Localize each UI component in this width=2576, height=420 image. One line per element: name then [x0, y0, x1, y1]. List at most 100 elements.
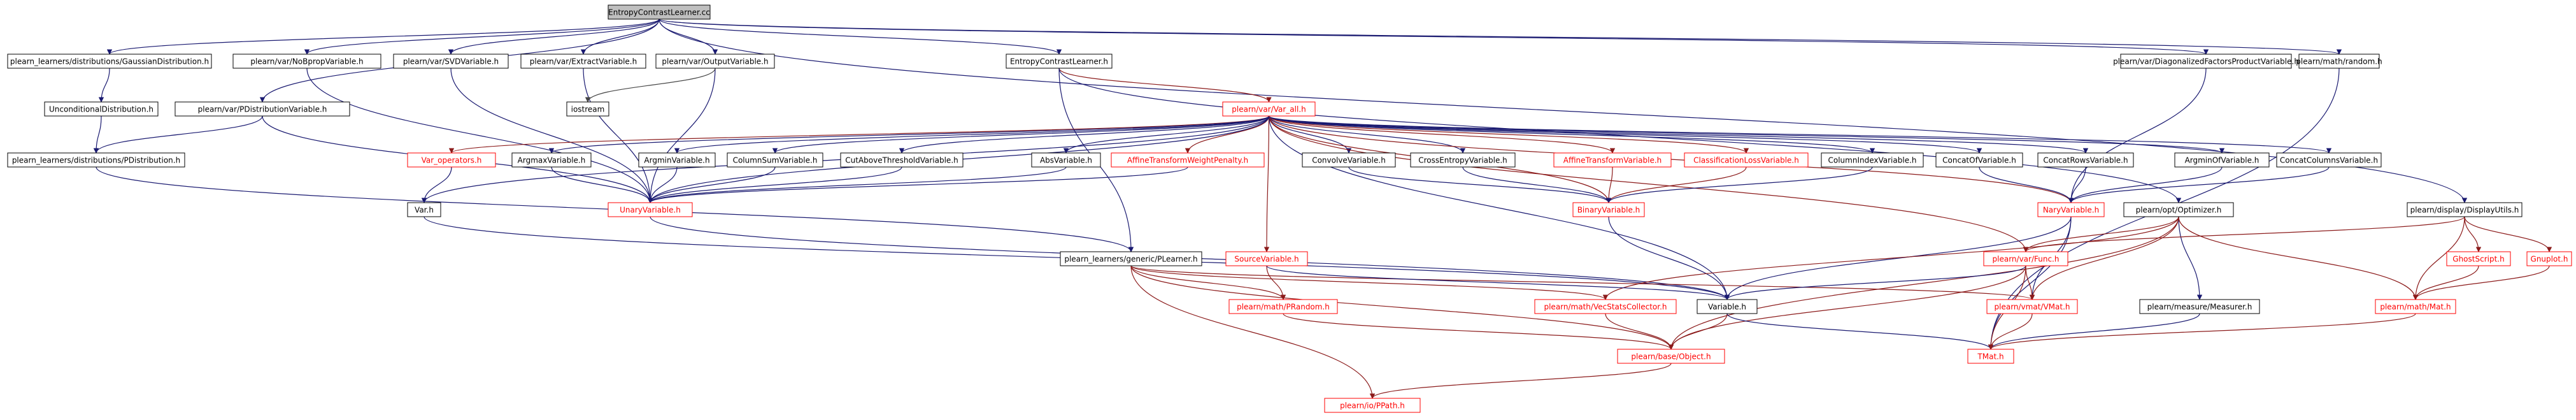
node-var-h[interactable]: Var.h	[407, 202, 441, 217]
edge-varall-to-func	[1268, 115, 2029, 252]
edge-plearner-to-vmat	[1130, 265, 2035, 300]
node-mat[interactable]: plearn/math/Mat.h	[2375, 299, 2456, 314]
node-box	[1553, 152, 1672, 168]
node-label: TMat.h	[1977, 352, 2003, 361]
node-box	[1410, 152, 1516, 168]
node-box	[2174, 152, 2270, 168]
node-diag[interactable]: plearn/var/DiagonalizedFactorsProductVar…	[2113, 54, 2299, 69]
edge-varall-to-columnindex	[1268, 115, 1875, 154]
node-svd[interactable]: plearn/var/SVDVariable.h	[393, 54, 509, 69]
node-label: ArgminVariable.h	[644, 156, 709, 165]
node-func[interactable]: plearn/var/Func.h	[1983, 251, 2068, 266]
node-concatrows[interactable]: ConcatRowsVariable.h	[2037, 152, 2134, 168]
node-crossentropy[interactable]: CrossEntropyVariable.h	[1410, 152, 1516, 168]
node-box	[1967, 349, 2014, 364]
node-label: plearn_learners/distributions/GaussianDi…	[10, 57, 209, 66]
node-output[interactable]: plearn/var/OutputVariable.h	[655, 54, 775, 69]
node-label: plearn/math/PRandom.h	[1237, 303, 1330, 312]
edge-optimizer-to-vmat	[2029, 216, 2179, 300]
node-argmax[interactable]: ArgmaxVariable.h	[511, 152, 592, 168]
edge-sourcevar-to-variable	[1266, 265, 1730, 300]
edge-svd-to-unary	[450, 68, 653, 203]
node-affinetransform[interactable]: AffineTransformVariable.h	[1553, 152, 1672, 168]
node-columnsum[interactable]: ColumnSumVariable.h	[727, 152, 823, 168]
edge-varall-to-concatrows	[1268, 115, 2088, 154]
node-label: UnconditionalDistribution.h	[49, 105, 153, 114]
node-tmat[interactable]: TMat.h	[1967, 349, 2014, 364]
node-ppath[interactable]: plearn/io/PPath.h	[1324, 398, 1421, 413]
node-var-operators[interactable]: Var_operators.h	[407, 152, 496, 168]
node-argminof[interactable]: ArgminOfVariable.h	[2174, 152, 2270, 168]
edge-entropy_cc-to-displayutils	[658, 18, 2468, 203]
edge-nobprop-to-unary	[306, 68, 653, 203]
node-box	[1684, 152, 1809, 168]
edge-convolve-to-binary	[1348, 166, 1612, 203]
node-cutabove[interactable]: CutAboveThresholdVariable.h	[840, 152, 964, 168]
node-label: ConcatColumnsVariable.h	[2280, 156, 2378, 165]
node-label: plearn/var/ExtractVariable.h	[530, 57, 637, 66]
edge-entropy_cc-to-nobprop	[304, 18, 660, 55]
node-varall[interactable]: plearn/var/Var_all.h	[1222, 101, 1316, 117]
node-box	[7, 54, 212, 69]
node-unary[interactable]: UnaryVariable.h	[608, 202, 693, 217]
node-displayutils[interactable]: plearn/display/DisplayUtils.h	[2407, 202, 2523, 217]
edge-vecstats-to-object	[1605, 313, 1674, 350]
node-box	[1935, 152, 2023, 168]
edge-gaussian-to-unconditional	[98, 68, 110, 103]
node-argmin[interactable]: ArgminVariable.h	[638, 152, 716, 168]
node-binary[interactable]: BinaryVariable.h	[1572, 202, 1645, 217]
node-label: Var.h	[415, 206, 434, 215]
node-box	[1821, 152, 1924, 168]
node-box	[2037, 152, 2134, 168]
node-concatof[interactable]: ConcatOfVariable.h	[1935, 152, 2023, 168]
node-object[interactable]: plearn/base/Object.h	[1617, 349, 1725, 364]
node-extract[interactable]: plearn/var/ExtractVariable.h	[520, 54, 646, 69]
edge-plearner-to-vecstats	[1130, 265, 1608, 300]
node-random[interactable]: plearn/math/random.h	[2296, 54, 2382, 69]
node-pdistvar[interactable]: plearn/var/PDistributionVariable.h	[174, 101, 350, 117]
node-entropy-cc[interactable]: EntropyContrastLearner.cc	[608, 4, 711, 20]
node-abs[interactable]: AbsVariable.h	[1031, 152, 1101, 168]
node-prandom[interactable]: plearn/math/PRandom.h	[1228, 299, 1338, 314]
edge-output-to-unary	[647, 68, 716, 203]
node-pdist[interactable]: plearn_learners/distributions/PDistribut…	[7, 152, 185, 168]
node-label: Gnuplot.h	[2531, 255, 2568, 264]
node-label: plearn/math/VecStatsCollector.h	[1544, 303, 1667, 312]
node-box	[608, 202, 693, 217]
node-gnuplot[interactable]: Gnuplot.h	[2526, 251, 2572, 266]
node-nary[interactable]: NaryVariable.h	[2037, 202, 2105, 217]
node-box	[2120, 54, 2292, 69]
edge-displayutils-to-gnuplot	[2464, 216, 2552, 252]
edge-pdistvar-to-pdist	[93, 115, 263, 154]
node-label: plearn/base/Object.h	[1631, 352, 1711, 361]
edge-object-to-ppath	[1369, 363, 1672, 399]
node-label: EntropyContrastLearner.h	[1010, 57, 1108, 66]
node-label: AffineTransformWeightPenalty.h	[1127, 156, 1248, 165]
node-concatcols[interactable]: ConcatColumnsVariable.h	[2276, 152, 2382, 168]
node-variable[interactable]: Variable.h	[1697, 299, 1758, 314]
node-vecstats[interactable]: plearn/math/VecStatsCollector.h	[1534, 299, 1677, 314]
node-box	[1302, 152, 1396, 168]
node-label: plearn/io/PPath.h	[1340, 402, 1405, 410]
node-affineweight[interactable]: AffineTransformWeightPenalty.h	[1111, 152, 1265, 168]
node-gaussian[interactable]: plearn_learners/distributions/GaussianDi…	[7, 54, 212, 69]
node-optimizer[interactable]: plearn/opt/Optimizer.h	[2123, 202, 2234, 217]
node-entropy-h[interactable]: EntropyContrastLearner.h	[1006, 54, 1113, 69]
node-measurer[interactable]: plearn/measure/Measurer.h	[2139, 299, 2260, 314]
node-plearner[interactable]: plearn_learners/generic/PLearner.h	[1060, 251, 1202, 266]
node-unconditional[interactable]: UnconditionalDistribution.h	[44, 101, 159, 117]
node-sourcevar[interactable]: SourceVariable.h	[1225, 251, 1308, 266]
node-vmat[interactable]: plearn/vmat/VMat.h	[1986, 299, 2078, 314]
node-nobprop[interactable]: plearn/var/NoBpropVariable.h	[232, 54, 381, 69]
edge-varall-to-var_operators	[449, 115, 1270, 154]
node-iostream[interactable]: iostream	[566, 101, 609, 117]
edge-concatof-to-nary	[1979, 166, 2074, 203]
node-box	[638, 152, 716, 168]
node-classloss[interactable]: ClassificationLossVariable.h	[1684, 152, 1809, 168]
node-ghostscript[interactable]: GhostScript.h	[2446, 251, 2511, 266]
node-box	[407, 152, 496, 168]
edge-extract-to-unary	[583, 68, 653, 203]
node-box	[1225, 251, 1308, 266]
node-convolve[interactable]: ConvolveVariable.h	[1302, 152, 1396, 168]
node-columnindex[interactable]: ColumnIndexVariable.h	[1821, 152, 1924, 168]
